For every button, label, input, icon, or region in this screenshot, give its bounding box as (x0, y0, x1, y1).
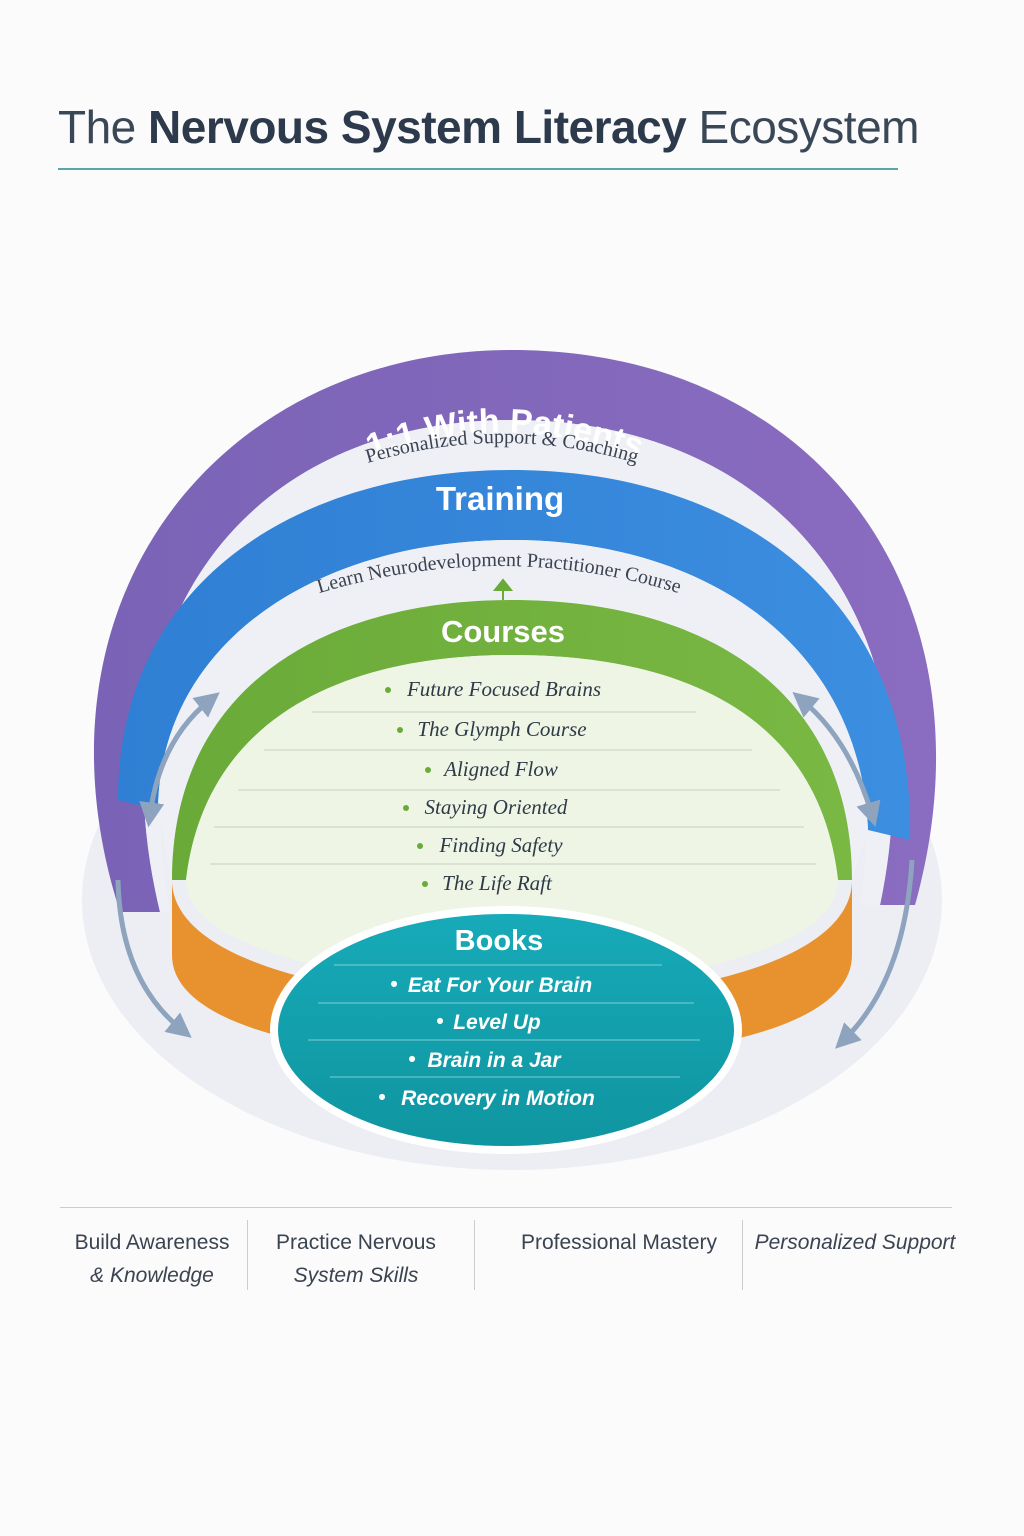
course-item: Staying Oriented (425, 795, 568, 819)
courses-title: Courses (441, 614, 565, 649)
left-double-arrow-icon (139, 692, 220, 828)
footer-support-line1: Personalized Support (754, 1231, 956, 1254)
courses-panel (186, 655, 838, 985)
footer-mastery-line1: Professional Mastery (520, 1231, 718, 1254)
bullet-icon (385, 687, 391, 693)
footer-support: Personalized Support (752, 1226, 958, 1259)
footer-divider (60, 1207, 952, 1208)
course-item: The Life Raft (442, 871, 553, 895)
ecosystem-diagram: 1:1 With Patients Personalized Support &… (82, 350, 942, 1170)
ring-training (118, 470, 911, 840)
bullet-icon (403, 805, 409, 811)
ring-courses (172, 600, 852, 880)
book-item: Brain in a Jar (427, 1049, 562, 1072)
title-suffix: Ecosystem (698, 101, 920, 153)
footer-awareness-line2: & Knowledge (90, 1264, 214, 1287)
course-item: The Glymph Course (417, 717, 586, 741)
bullet-icon (422, 881, 428, 887)
book-item: Eat For Your Brain (408, 974, 592, 997)
bullet-icon (417, 843, 423, 849)
title-emphasis: Nervous System Literacy (148, 101, 687, 153)
bullet-icon (397, 727, 403, 733)
footer-separator (474, 1220, 475, 1290)
footer-mastery: Professional Mastery (490, 1226, 748, 1259)
training-title: Training (436, 480, 564, 517)
bullet-icon: • (436, 1010, 443, 1033)
footer-separator (742, 1220, 743, 1290)
books-title: Books (455, 925, 544, 957)
bullet-icon (425, 767, 431, 773)
bullet-icon: • (378, 1086, 385, 1109)
band-training-sub (158, 540, 868, 880)
right-double-arrow-icon (792, 691, 881, 827)
right-down-arrow-icon (835, 859, 915, 1049)
footer-practice-line2: System Skills (293, 1264, 419, 1287)
up-arrow-icon (492, 578, 514, 600)
footer-awareness: Build Awareness & Knowledge (62, 1226, 242, 1292)
footer-awareness-line1: Build Awareness (74, 1231, 230, 1254)
footer-practice: Practice Nervous System Skills (258, 1226, 454, 1292)
books-panel (278, 914, 734, 1146)
footer-separator (247, 1220, 248, 1290)
left-down-arrow-icon (115, 879, 192, 1038)
book-item: Recovery in Motion (401, 1087, 595, 1110)
course-item: Aligned Flow (442, 757, 558, 781)
course-item: Finding Safety (438, 833, 563, 857)
bullet-icon: • (408, 1048, 415, 1071)
title-prefix: The (58, 101, 136, 153)
book-item: Level Up (453, 1011, 541, 1034)
course-item: Future Focused Brains (406, 677, 601, 701)
title-underline (58, 168, 898, 170)
bullet-icon: • (390, 973, 397, 996)
footer-practice-line1: Practice Nervous (276, 1231, 436, 1254)
page-title: The Nervous System Literacy Ecosystem (58, 100, 920, 154)
